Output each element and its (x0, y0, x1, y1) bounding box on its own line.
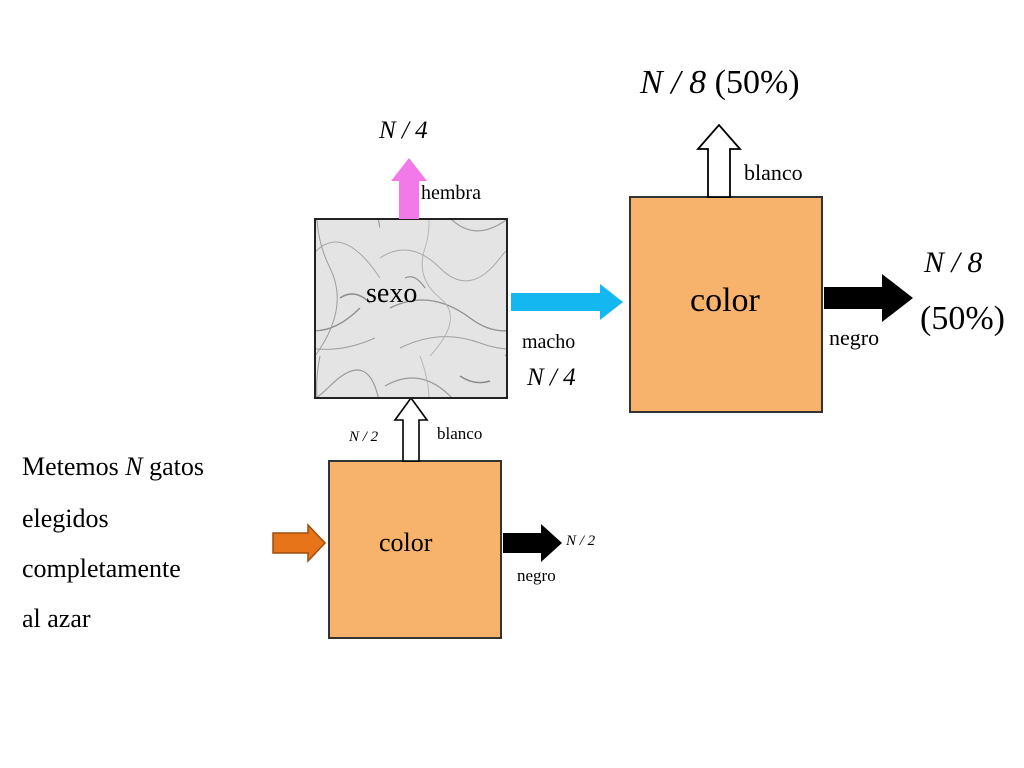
intro-line-2: elegidos (22, 504, 109, 533)
intro-line-1-prefix: Metemos (22, 452, 119, 481)
stage1-negro-arrow (503, 524, 562, 562)
stage1-up-label: blanco (437, 424, 483, 443)
stage2-right-value: N / 4 (527, 364, 576, 391)
intro-line-3: completamente (22, 554, 181, 583)
stage3-up-percent: (50%) (714, 64, 800, 101)
stage2-up-label: hembra (421, 182, 481, 204)
stage1-blanco-arrow (393, 396, 429, 462)
stage2-up-value: N / 4 (379, 117, 428, 144)
stage1-up-value: N / 2 (349, 429, 379, 445)
stage3-right-percent: (50%) (920, 300, 1005, 337)
input-arrow (272, 523, 327, 563)
intro-variable-n: N (125, 452, 143, 481)
stage3-color-box (629, 196, 823, 413)
stage1-right-label: negro (517, 566, 556, 585)
stage1-color-box (328, 460, 502, 639)
intro-line-1-suffix: gatos (149, 452, 204, 481)
stage2-box-label: sexo (366, 278, 418, 309)
stage3-up-value: N / 8 (640, 64, 707, 101)
intro-line-4: al azar (22, 604, 91, 633)
stage2-right-label: macho (522, 331, 576, 353)
stage1-box-label: color (379, 528, 433, 557)
stage2-sexo-box (314, 218, 508, 399)
stage3-right-label: negro (829, 325, 880, 350)
stage3-up-result: N / 8 (50%) (640, 64, 800, 102)
stage3-blanco-arrow (696, 123, 742, 198)
stage3-right-value: N / 8 (924, 246, 983, 279)
stage1-right-value: N / 2 (566, 533, 596, 549)
stage3-up-label: blanco (744, 160, 803, 185)
stage3-negro-arrow (824, 274, 913, 322)
stage2-macho-arrow (511, 284, 623, 320)
stage2-hembra-arrow (391, 158, 427, 219)
stage3-box-label: color (690, 282, 760, 319)
intro-line-1: Metemos N gatos (22, 452, 204, 482)
